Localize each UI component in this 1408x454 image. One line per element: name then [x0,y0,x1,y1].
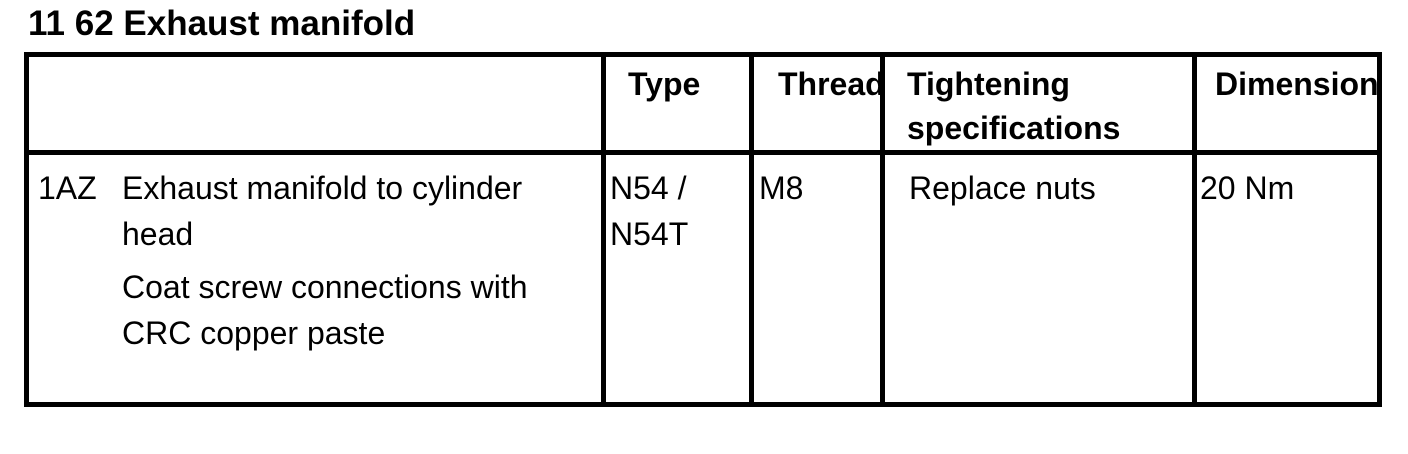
cell-type: N54 / N54T [601,149,754,407]
header-cell-blank [24,51,606,155]
header-row: Type Thread Tightening specifications Di… [24,51,1382,155]
row-code: 1AZ [38,169,97,206]
header-cell-type: Type [601,51,754,155]
item-description-block: Exhaust manifold to cylinder head Coat s… [122,165,567,356]
header-cell-thread: Thread [749,51,885,155]
row-description: Exhaust manifold to cylinder head [122,169,523,252]
table-row: 1AZ Exhaust manifold to cylinder head Co… [24,149,1382,407]
row-note: Coat screw connections with CRC copper p… [122,268,528,351]
cell-dimension: 20 Nm [1192,149,1382,407]
cell-thread: M8 [749,149,885,407]
cell-item: 1AZ Exhaust manifold to cylinder head Co… [24,149,606,407]
item-content: 1AZ Exhaust manifold to cylinder head Co… [38,165,599,356]
header-cell-dimension: Dimension [1192,51,1382,155]
cell-tightening-specifications: Replace nuts [880,149,1197,407]
document-page: 11 62 Exhaust manifold Type Thread Tight… [0,2,1408,407]
page-title: 11 62 Exhaust manifold [28,4,416,43]
spec-table: Type Thread Tightening specifications Di… [24,51,1382,407]
header-cell-tightening-specifications: Tightening specifications [880,51,1197,155]
